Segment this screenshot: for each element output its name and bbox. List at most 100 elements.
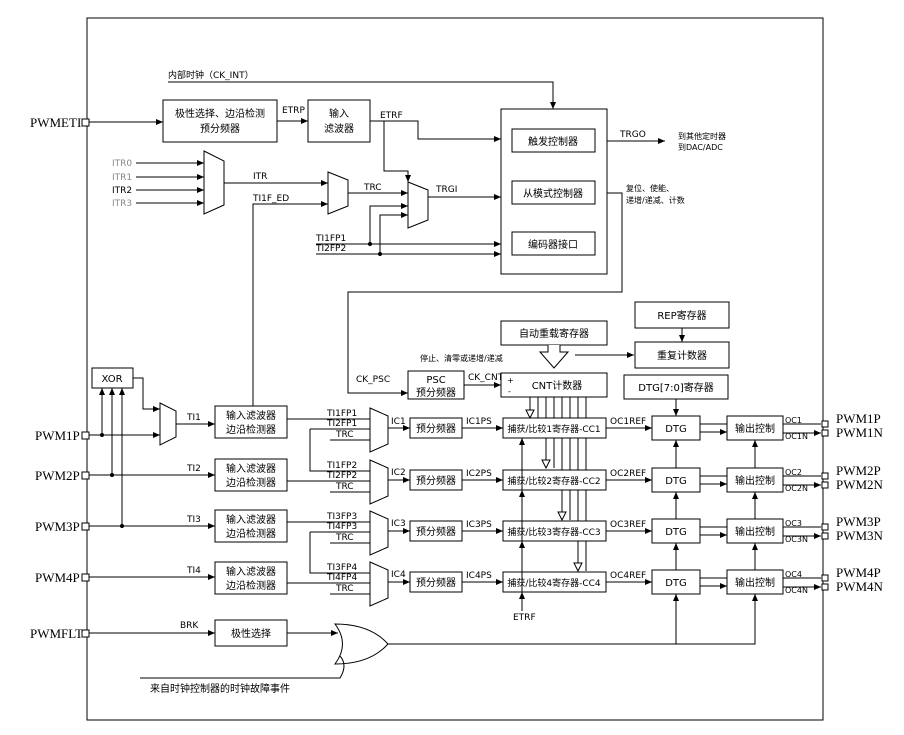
pwm2p-out-pin-icon: [821, 472, 829, 480]
ic1-label: IC1: [391, 417, 406, 427]
oc1n-label: OC1N: [785, 432, 808, 441]
pwmeti-label: PWMETI: [30, 115, 81, 130]
ck-psc-line: [347, 192, 623, 396]
output-control-3-label: 输出控制: [735, 525, 775, 538]
cc2-register-label: 捕获/比较2寄存器-CC2: [507, 475, 600, 487]
pwm2n-out-pin-icon: [821, 481, 829, 489]
output-ports: OC1 OC1N PWM1P PWM1N OC2 OC2N PWM2P PWM2…: [783, 411, 884, 595]
slave-mode-controller-label: 从模式控制器: [523, 187, 583, 200]
trigger-controller-label: 触发控制器: [528, 135, 578, 148]
xor-label: XOR: [101, 374, 122, 385]
arr-to-cnt-arrow: [538, 345, 570, 369]
rep-register-label: REP寄存器: [657, 309, 706, 322]
filter-edge-3-line2: 边沿检测器: [226, 527, 276, 540]
ch3-c-label: TRC: [335, 533, 354, 543]
input-filter-label-2: 滤波器: [324, 122, 354, 135]
ch4-a-label: TI3FP4: [326, 563, 357, 573]
oc4-label: OC4: [785, 570, 802, 579]
cc4-register-label: 捕获/比较4寄存器-CC4: [507, 577, 601, 589]
pwm1p-out-label: PWM1P: [836, 411, 881, 426]
ck-psc-label: CK_PSC: [356, 375, 390, 385]
itr2-label: ITR2: [112, 186, 132, 196]
channel-1-mux: TI1FP1 TI2FP1 TRC: [287, 407, 389, 453]
pwm2n-out-label: PWM2N: [836, 477, 884, 492]
oc1ref-label: OC1REF: [610, 417, 646, 427]
ch3-in-lines: [287, 521, 370, 544]
filter-edge-3-line1: 输入滤波器: [226, 513, 276, 526]
cnt-plus-label: +: [507, 376, 514, 385]
pwm1p-in-pin-icon: [81, 431, 90, 440]
ch4-c-label: TRC: [335, 584, 354, 594]
junction-dot: [368, 242, 372, 246]
dtg1-out: [700, 423, 727, 432]
ic3-prescaler-label: 预分频器: [416, 525, 456, 538]
encoder-interface-block: [511, 231, 596, 256]
pwm3p-out-label: PWM3P: [836, 514, 881, 529]
trgo-dest-label-1: 到其他定时器: [678, 131, 726, 141]
dtg-block-4: [651, 569, 701, 595]
filter-edge-4-line2: 边沿检测器: [226, 579, 276, 592]
cc3-register-label: 捕获/比较3寄存器-CC3: [507, 526, 600, 538]
dtg-2-label: DTG: [665, 476, 687, 487]
itr1-label: ITR1: [112, 173, 132, 183]
reset-enable-label-1: 复位、使能、: [626, 183, 674, 193]
ti2-label: TI2: [186, 464, 201, 474]
pwm2p-in-pin-icon: [81, 471, 90, 480]
polarity-select-block: [214, 619, 288, 647]
junction-dot: [378, 252, 382, 256]
itr-label: ITR: [253, 172, 267, 182]
ti2fp2-label: TI2FP2: [315, 244, 346, 254]
ch1-c-label: TRC: [335, 430, 354, 440]
ti2fp2-to-trgi: [379, 212, 408, 254]
channel-4-mux: TI3FP4 TI4FP4 TRC: [287, 532, 389, 607]
xor-out-line: [133, 377, 160, 412]
stop-clear-label: 停止、清零或递增/递减: [420, 353, 503, 363]
ic2ps-label: IC2PS: [466, 469, 492, 479]
ck-cnt-label: CK_CNT: [468, 373, 504, 383]
trc-label: TRC: [363, 183, 382, 193]
itr0-label: ITR0: [112, 159, 132, 169]
cnt-counter-block: [500, 372, 608, 398]
cc1-register-label: 捕获/比较1寄存器-CC1: [507, 423, 600, 435]
pwm4p-in-pin-icon: [81, 573, 90, 582]
ic4-label: IC4: [391, 570, 406, 580]
pwm2p-out-label: PWM2P: [836, 463, 881, 478]
junction-dot: [110, 473, 114, 477]
ic2-prescaler-label: 预分频器: [416, 474, 456, 487]
ti1f-ed-line: [252, 201, 328, 428]
ch2-a-label: TI1FP2: [326, 461, 357, 471]
etrf-label: ETRF: [380, 111, 403, 121]
pwm3n-out-pin-icon: [821, 532, 829, 540]
itr-mux: [203, 150, 225, 215]
output-control-1-label: 输出控制: [735, 422, 775, 435]
pwm4p-out-pin-icon: [821, 574, 829, 582]
ck-int-label: 内部时钟（CK_INT）: [168, 69, 254, 81]
out2-lines: [783, 475, 821, 485]
pwm1n-out-label: PWM1N: [836, 425, 884, 440]
ti4-label: TI4: [186, 566, 201, 576]
out1-lines: [783, 423, 821, 433]
oc2ref-label: OC2REF: [610, 469, 646, 479]
trgi-label: TRGI: [435, 185, 457, 195]
filter-edge-block-1: 输入滤波器 边沿检测器: [214, 405, 288, 439]
psc-label-2: 预分频器: [416, 386, 456, 399]
ic3ps-label: IC3PS: [466, 520, 492, 530]
ti1-label: TI1: [186, 413, 201, 423]
dtg-register-label: DTG[7:0]寄存器: [638, 381, 713, 394]
slave-mode-controller-block: [511, 180, 596, 205]
outer-frame: [86, 17, 824, 721]
ch3-mux-shape: [369, 510, 389, 556]
ch2-b-label: TI2FP2: [326, 471, 357, 481]
oc3n-label: OC3N: [785, 535, 808, 544]
filter-edge-1-line2: 边沿检测器: [226, 423, 276, 436]
filter-edge-1-line1: 输入滤波器: [226, 409, 276, 422]
trigger-controller-block: [511, 128, 596, 153]
ch4-in-lines: [287, 532, 370, 595]
dtg-register-block: [623, 374, 729, 400]
dtg-4-label: DTG: [665, 578, 687, 589]
etrf-to-trigger-line: [370, 120, 501, 142]
rep-register-block: [634, 301, 730, 329]
psc-label-1: PSC: [426, 375, 445, 386]
reset-enable-label-2: 递增/递减、计数: [626, 195, 685, 205]
